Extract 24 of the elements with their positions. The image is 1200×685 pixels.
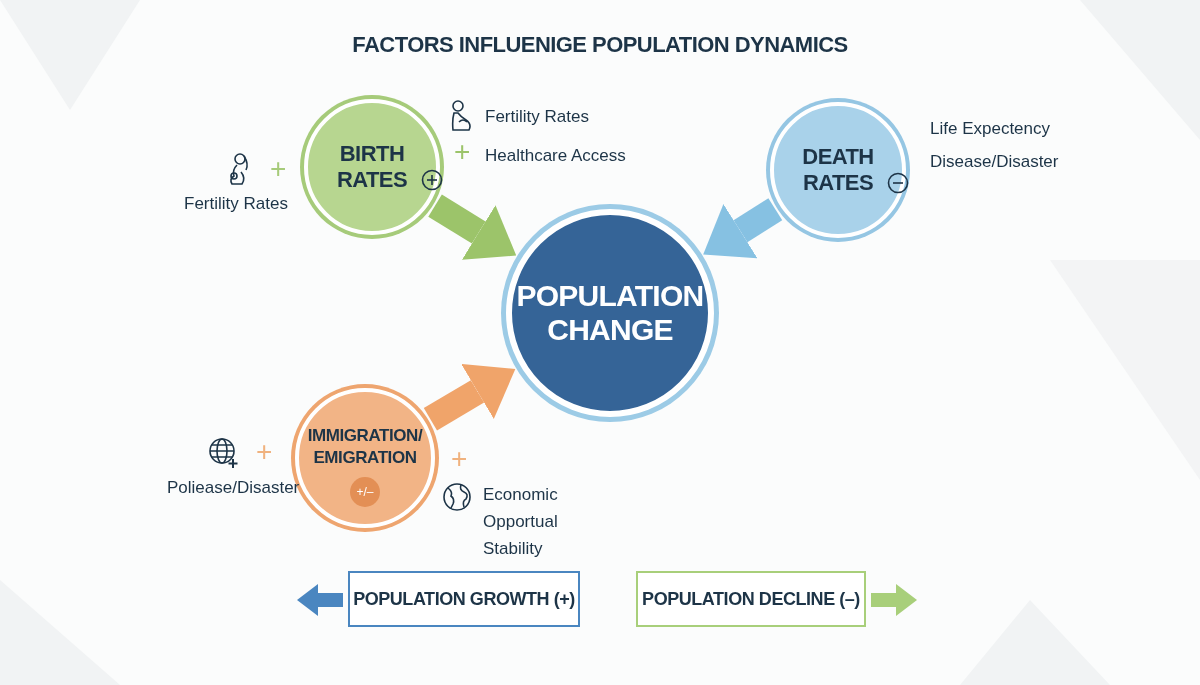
sign-badge: +/– [350,477,380,507]
node-title: IMMIGRATION/ EMIGRATION [306,425,424,469]
node-title: POPULATION CHANGE [515,279,705,347]
plus-sign: + [451,445,468,473]
outcome-box [348,571,580,627]
arrow [423,363,516,431]
arrow [428,194,517,260]
node-title: BIRTH RATES [335,141,409,193]
node-title: POPULATION GROWTH (+) [353,587,575,611]
plus-sign: + [454,138,471,166]
side-label: Life Expectency [930,118,1050,140]
outcome-box [636,571,866,627]
side-label: Fertility Rates [485,106,589,128]
node-title: POPULATION DECLINE (–) [642,587,860,611]
side-label: Healthcare Access [485,145,626,167]
side-label: Poliease/Disaster [167,477,300,499]
plus-sign: + [256,438,273,466]
side-label: Disease/Disaster [930,151,1059,173]
side-label: Fertility Rates [184,193,288,215]
plus-sign: + [270,155,287,183]
node-title: DEATH RATES [801,144,875,196]
side-label: Economic Opportual Stability [483,484,559,560]
arrow [703,198,783,259]
diagram-title: FACTORS INFLUENIGE POPULATION DYNAMICS [352,31,848,59]
